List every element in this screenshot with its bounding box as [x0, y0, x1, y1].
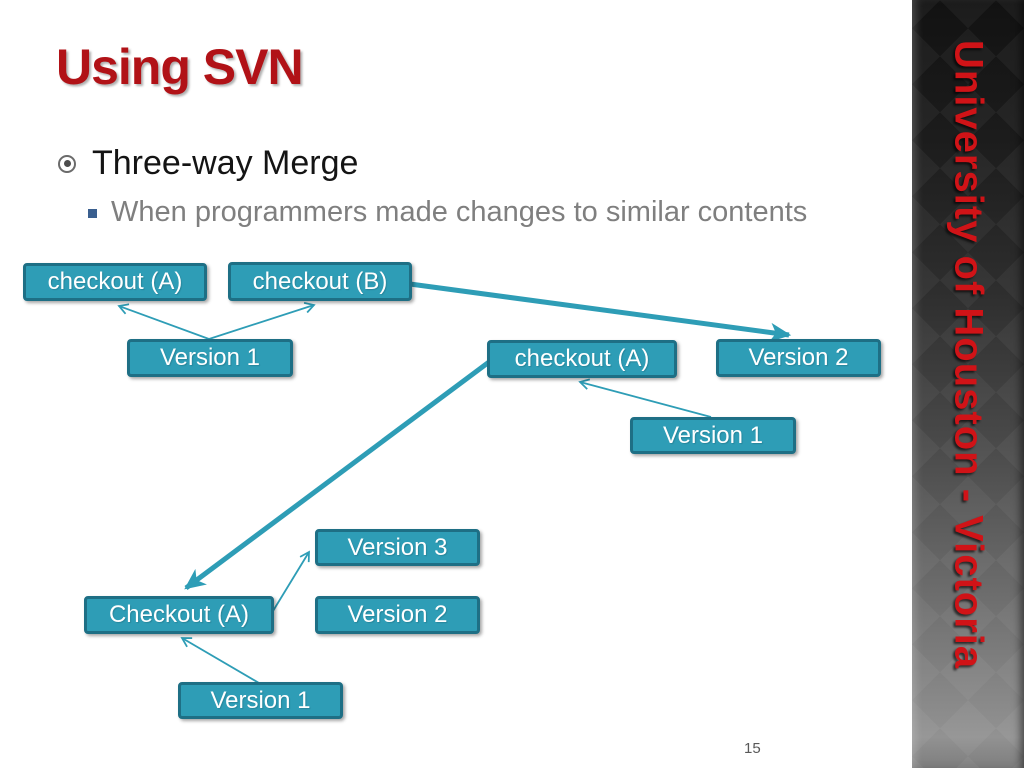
circle-bullet-icon — [58, 154, 76, 173]
node-version-1-mid: Version 1 — [630, 417, 796, 454]
node-version-1-top: Version 1 — [127, 339, 293, 377]
node-version-2-mid: Version 2 — [716, 339, 881, 377]
square-bullet-icon — [88, 209, 97, 218]
bullet-item: Three-way Merge — [58, 144, 358, 183]
node-version-3-bottom: Version 3 — [315, 529, 480, 566]
sub-bullet-text: When programmers made changes to similar… — [111, 196, 808, 228]
node-checkout-a-top: checkout (A) — [23, 263, 207, 301]
node-checkout-b-top: checkout (B) — [228, 262, 412, 301]
node-checkout-a-mid: checkout (A) — [487, 340, 677, 378]
arrow-version1-to-checkout-b-top — [208, 302, 316, 340]
arrow-checkout-b-to-version2 — [409, 281, 792, 343]
arrow-version1-to-checkout-a-bottom — [180, 637, 260, 684]
arrow-version1-to-checkout-a-top — [117, 303, 210, 340]
arrow-checkout-a-to-version3 — [272, 550, 310, 612]
bullet-text: Three-way Merge — [92, 144, 359, 182]
page-number: 15 — [744, 740, 761, 757]
node-checkout-a-bottom: Checkout (A) — [84, 596, 274, 634]
sidebar: University of Houston - Victoria — [912, 0, 1024, 768]
node-version-1-bottom: Version 1 — [178, 682, 343, 719]
page-title: Using SVN — [56, 39, 304, 95]
node-version-2-bottom: Version 2 — [315, 596, 480, 634]
arrow-version1-to-checkout-a-mid — [578, 378, 712, 418]
sidebar-vertical-text: University of Houston - Victoria — [946, 40, 991, 670]
sub-bullet-item: When programmers made changes to similar… — [88, 196, 807, 229]
